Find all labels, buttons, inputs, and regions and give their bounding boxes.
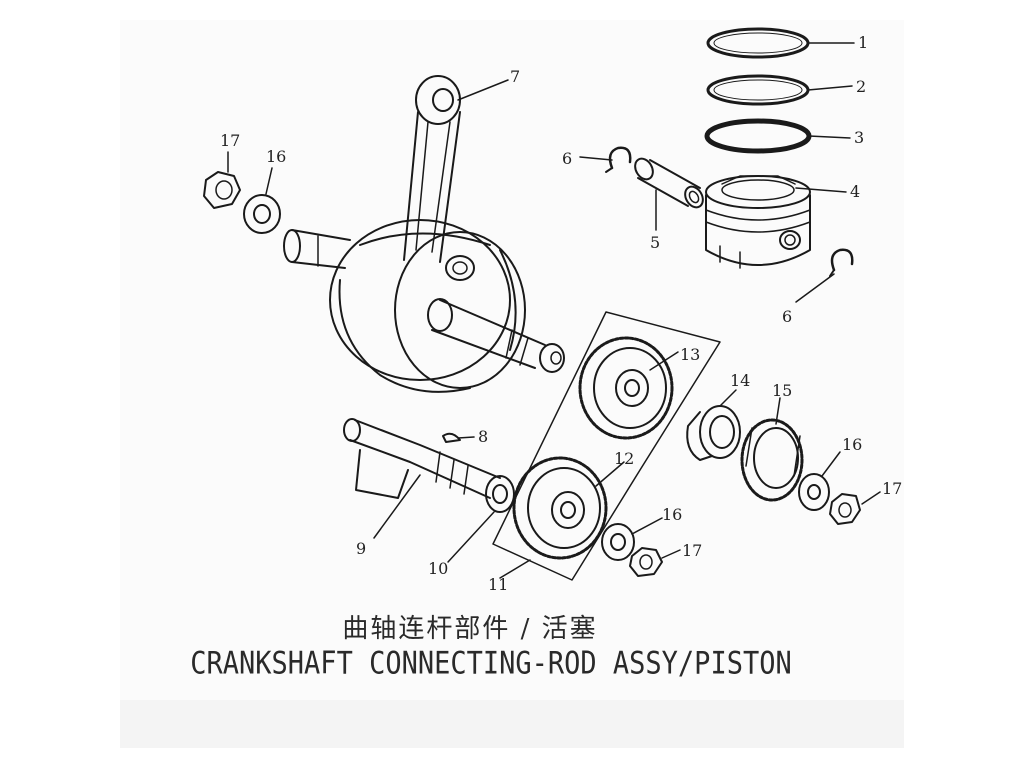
diagram-title-chinese: 曲轴连杆部件 / 活塞 xyxy=(342,614,598,644)
callout-16-lower-middle: 16 xyxy=(662,505,682,524)
callout-17-lower-middle: 17 xyxy=(682,541,702,560)
leader-lines xyxy=(227,42,881,579)
connecting-rod xyxy=(403,75,461,263)
callout-8: 8 xyxy=(478,427,488,446)
piston-ring-1 xyxy=(706,27,810,59)
callout-1: 1 xyxy=(858,33,868,52)
callout-4: 4 xyxy=(850,182,860,201)
nut-lower-middle xyxy=(629,547,663,577)
washer-lower-middle xyxy=(601,523,635,561)
callout-10: 10 xyxy=(428,559,448,578)
callout-5: 5 xyxy=(650,233,660,252)
circlip-lower xyxy=(829,248,854,277)
background-panel xyxy=(120,20,904,748)
nut-upper-left xyxy=(203,171,241,209)
diagram-title-english: CRANKSHAFT CONNECTING-ROD ASSY/PISTON xyxy=(190,645,792,682)
gear-13 xyxy=(578,336,674,440)
bearing-14 xyxy=(686,405,741,461)
washer-upper-left xyxy=(243,194,281,234)
callout-11: 11 xyxy=(488,575,508,594)
callout-12: 12 xyxy=(614,449,634,468)
callout-7: 7 xyxy=(510,67,520,86)
piston xyxy=(705,175,811,269)
callout-6-lower: 6 xyxy=(782,307,792,326)
callout-3: 3 xyxy=(854,128,864,147)
callout-16-right: 16 xyxy=(842,435,862,454)
callout-2: 2 xyxy=(856,77,866,96)
balancer-shaft xyxy=(343,418,501,499)
woodruff-key xyxy=(442,432,461,443)
piston-ring-3 xyxy=(704,118,812,154)
footer-band xyxy=(120,700,904,748)
callout-17-right: 17 xyxy=(882,479,902,498)
bearing-10 xyxy=(485,475,515,513)
nut-right xyxy=(829,493,861,525)
washer-right xyxy=(798,473,830,511)
callout-6-upper: 6 xyxy=(562,149,572,168)
callout-numbers: 1 2 3 4 5 6 6 7 8 9 10 11 12 13 14 15 16… xyxy=(220,33,902,594)
callout-9: 9 xyxy=(356,539,366,558)
callout-16-upper-left: 16 xyxy=(266,147,286,166)
callout-14: 14 xyxy=(730,371,750,390)
callout-15: 15 xyxy=(772,381,792,400)
gear-15 xyxy=(740,418,804,502)
piston-ring-2 xyxy=(706,74,810,106)
gear-11 xyxy=(512,456,608,560)
crankshaft xyxy=(283,219,565,393)
piston-pin xyxy=(634,157,704,209)
callout-13: 13 xyxy=(680,345,700,364)
gear-assembly-outline xyxy=(492,311,721,581)
callout-17-upper-left: 17 xyxy=(220,131,240,150)
